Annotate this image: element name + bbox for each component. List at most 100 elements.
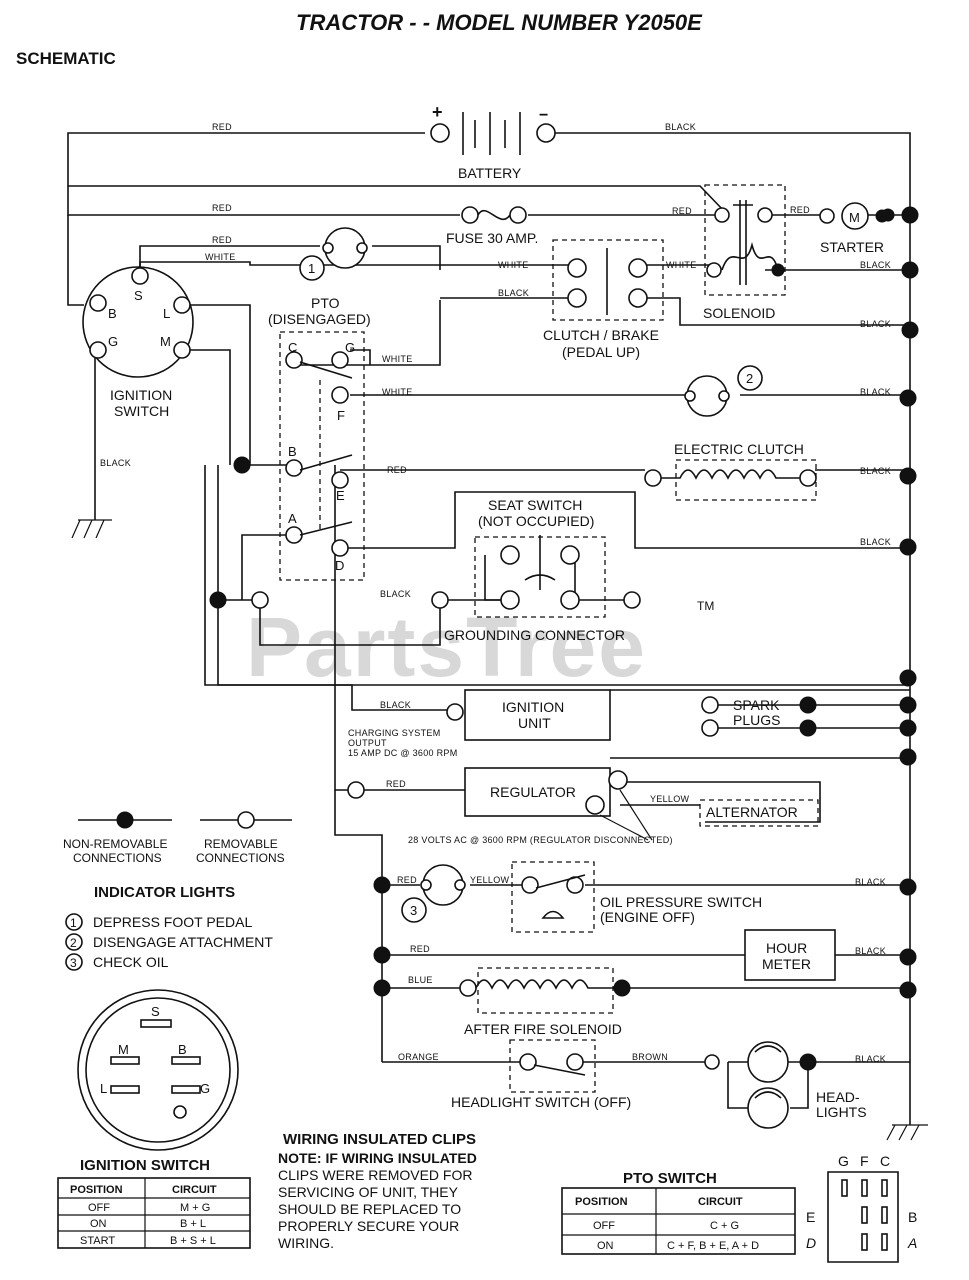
svg-text:S: S [134,288,143,303]
svg-text:28 VOLTS AC @ 3600 RPM (REGULA: 28 VOLTS AC @ 3600 RPM (REGULATOR DISCON… [408,835,673,845]
svg-text:CONNECTIONS: CONNECTIONS [196,851,285,865]
svg-text:OUTPUT: OUTPUT [348,738,387,748]
svg-text:UNIT: UNIT [518,715,551,731]
svg-text:BLACK: BLACK [860,260,891,270]
svg-text:BLACK: BLACK [860,466,891,476]
svg-text:IGNITION: IGNITION [110,387,172,403]
svg-text:BLACK: BLACK [855,946,886,956]
svg-text:BLACK: BLACK [860,537,891,547]
svg-text:RED: RED [386,779,406,789]
svg-text:SOLENOID: SOLENOID [703,305,775,321]
svg-text:C: C [880,1153,890,1169]
svg-text:G: G [108,334,118,349]
svg-text:WIRING.: WIRING. [278,1235,334,1251]
svg-text:−: − [539,107,548,124]
ignition-switch-table: IGNITION SWITCH POSITION CIRCUIT OFF M +… [57,1157,251,1249]
svg-text:PTO SWITCH: PTO SWITCH [623,1170,717,1187]
svg-text:OFF: OFF [88,1202,110,1214]
svg-text:WIRING INSULATED CLIPS: WIRING INSULATED CLIPS [283,1131,476,1148]
svg-text:B + L: B + L [180,1218,206,1230]
svg-text:BATTERY: BATTERY [458,165,522,181]
svg-text:DEPRESS FOOT PEDAL: DEPRESS FOOT PEDAL [93,914,252,930]
svg-text:BLACK: BLACK [380,700,411,710]
svg-text:B: B [178,1042,187,1057]
svg-text:RED: RED [212,235,232,245]
svg-text:L: L [163,306,170,321]
page-title: TRACTOR - - MODEL NUMBER Y2050E [296,10,703,35]
legend-connections: NON-REMOVABLE CONNECTIONS REMOVABLE CONN… [63,811,292,865]
regulator: REGULATOR [347,767,653,841]
svg-text:BLACK: BLACK [665,122,696,132]
indicator-lights-legend: INDICATOR LIGHTS 1 DEPRESS FOOT PEDAL 2 … [65,884,273,971]
svg-text:YELLOW: YELLOW [470,875,510,885]
grounding-connector: GROUNDING CONNECTOR [251,591,641,643]
svg-text:ORANGE: ORANGE [398,1052,439,1062]
svg-text:HEAD-: HEAD- [816,1089,860,1105]
indicator-light-2: 2 [684,365,763,417]
svg-text:WHITE: WHITE [666,260,697,270]
svg-text:S: S [151,1004,160,1019]
svg-text:PLUGS: PLUGS [733,712,780,728]
svg-text:C: C [288,340,297,355]
indicator-light-3: 3 [401,864,466,923]
svg-text:G: G [200,1081,210,1096]
svg-text:ALTERNATOR: ALTERNATOR [706,804,798,820]
svg-text:BLACK: BLACK [498,288,529,298]
svg-text:HOUR: HOUR [766,940,807,956]
svg-text:BLACK: BLACK [860,319,891,329]
svg-text:+: + [432,102,443,122]
fuse: FUSE 30 AMP. [446,206,538,246]
svg-text:SERVICING OF UNIT, THEY: SERVICING OF UNIT, THEY [278,1184,459,1200]
svg-text:INDICATOR LIGHTS: INDICATOR LIGHTS [94,884,235,901]
svg-text:RED: RED [397,875,417,885]
svg-text:B: B [108,306,117,321]
svg-text:CHECK OIL: CHECK OIL [93,954,169,970]
svg-text:RED: RED [212,122,232,132]
svg-text:BLACK: BLACK [100,458,131,468]
hour-meter: HOUR METER [744,929,836,981]
svg-text:1: 1 [70,916,77,930]
svg-text:SHOULD BE REPLACED TO: SHOULD BE REPLACED TO [278,1201,461,1217]
svg-text:F: F [337,408,345,423]
svg-text:STARTER: STARTER [820,239,884,255]
svg-text:BLACK: BLACK [855,1054,886,1064]
svg-text:M + G: M + G [180,1202,210,1214]
svg-text:2: 2 [70,936,77,950]
svg-text:SWITCH: SWITCH [114,403,169,419]
svg-text:REMOVABLE: REMOVABLE [204,837,278,851]
svg-text:START: START [80,1235,115,1247]
electric-clutch: ELECTRIC CLUTCH [644,441,817,501]
svg-text:B: B [288,444,297,459]
alternator: ALTERNATOR 28 VOLTS AC @ 3600 RPM (REGUL… [408,799,819,845]
svg-text:M: M [118,1042,129,1057]
svg-text:3: 3 [70,956,77,970]
svg-text:HEADLIGHT SWITCH (OFF): HEADLIGHT SWITCH (OFF) [451,1094,631,1110]
svg-text:BLACK: BLACK [380,589,411,599]
svg-text:(PEDAL UP): (PEDAL UP) [562,344,640,360]
svg-text:GROUNDING CONNECTOR: GROUNDING CONNECTOR [444,627,625,643]
svg-text:D: D [806,1235,816,1251]
svg-text:B: B [908,1209,917,1225]
svg-text:RED: RED [672,206,692,216]
svg-text:E: E [336,488,345,503]
seat-switch: SEAT SWITCH (NOT OCCUPIED) [474,497,606,618]
watermark: PartsTree [246,600,647,694]
svg-text:FUSE 30 AMP.: FUSE 30 AMP. [446,230,538,246]
indicator-light-1: 1 [299,227,368,281]
svg-text:A: A [288,511,297,526]
svg-text:IGNITION SWITCH: IGNITION SWITCH [80,1157,210,1174]
svg-text:WHITE: WHITE [382,387,413,397]
svg-text:IGNITION: IGNITION [502,699,564,715]
svg-text:SEAT SWITCH: SEAT SWITCH [488,497,582,513]
svg-text:CONNECTIONS: CONNECTIONS [73,851,162,865]
svg-text:2: 2 [746,371,753,386]
svg-text:NON-REMOVABLE: NON-REMOVABLE [63,837,167,851]
headlights: HEAD- LIGHTS [704,1041,867,1129]
solenoid: SOLENOID [703,184,786,321]
svg-text:METER: METER [762,956,811,972]
svg-text:CLIPS WERE REMOVED FOR: CLIPS WERE REMOVED FOR [278,1167,472,1183]
svg-text:YELLOW: YELLOW [650,794,690,804]
ignition-switch-face: S M B L G [77,989,239,1151]
svg-text:ON: ON [597,1240,614,1252]
svg-text:CIRCUIT: CIRCUIT [698,1196,743,1208]
